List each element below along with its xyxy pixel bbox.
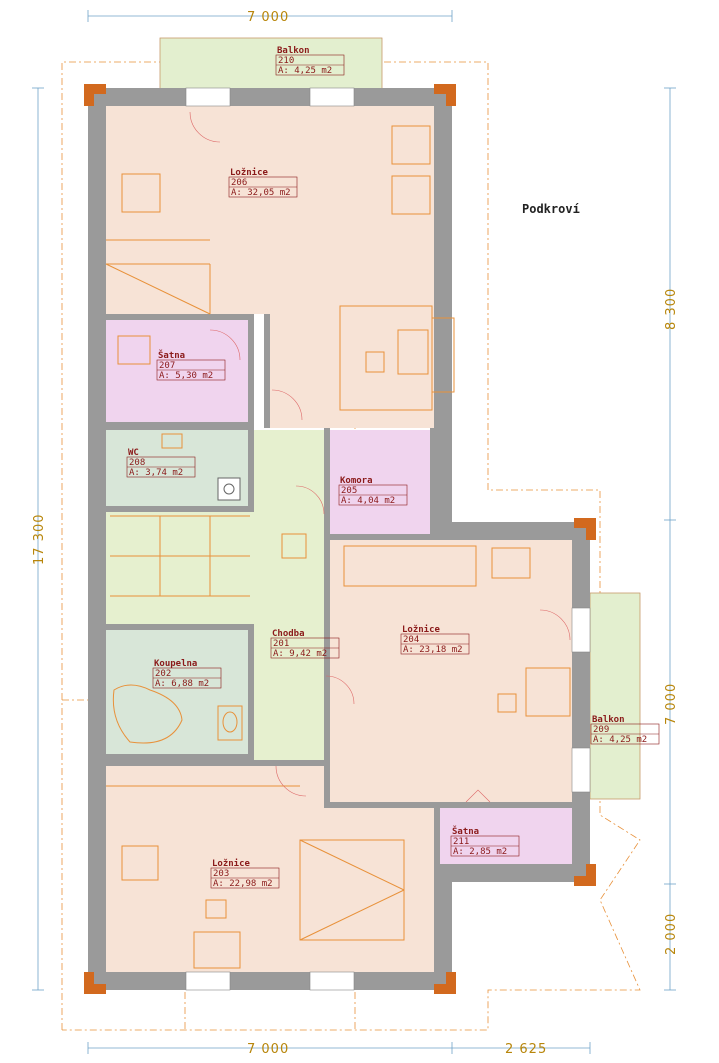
room-number: 201: [273, 639, 289, 649]
dimension-left: 17 300: [32, 514, 47, 566]
room-name: Balkon: [592, 715, 625, 725]
room-wardrobe-211: [440, 808, 572, 868]
room-storage-205: [330, 430, 434, 534]
room-area: A: 23,18 m2: [403, 645, 463, 655]
room-number: 202: [155, 669, 171, 679]
room-area: A: 32,05 m2: [231, 188, 291, 198]
dimension-right-bottom: 2 000: [664, 913, 679, 955]
furniture: [105, 125, 571, 969]
dimension-lines: [32, 10, 676, 1054]
room-number: 210: [278, 56, 294, 66]
room-name: Ložnice: [212, 858, 251, 869]
room-bedroom-206: [106, 106, 434, 314]
room-area: A: 5,30 m2: [159, 371, 213, 381]
dimension-bottom-right: 2 625: [505, 1042, 547, 1057]
room-area: A: 4,25 m2: [278, 66, 332, 76]
room-name: Komora: [340, 476, 373, 486]
room-number: 209: [593, 725, 609, 735]
room-bathroom-202: [106, 630, 248, 754]
room-number: 206: [231, 178, 247, 188]
room-number: 203: [213, 869, 229, 879]
dimension-right-top: 8 300: [664, 288, 679, 330]
room-balcony-210: [159, 37, 383, 91]
corner-markers: [84, 84, 596, 994]
dimension-right-middle: 7 000: [664, 683, 679, 725]
room-stairs: [106, 512, 254, 624]
room-number: 211: [453, 837, 469, 847]
room-balcony-209: [589, 592, 641, 800]
room-number: 205: [341, 486, 357, 496]
walls: [88, 88, 590, 990]
room-area: A: 4,04 m2: [341, 496, 395, 506]
room-corridor-201: [254, 430, 324, 760]
room-number: 204: [403, 635, 419, 645]
room-name: Balkon: [277, 46, 310, 56]
windows: [185, 87, 591, 991]
room-bedroom-206-ext: [270, 314, 434, 428]
room-name: WC: [128, 448, 139, 458]
room-name: Chodba: [272, 629, 305, 639]
doors: [189, 111, 571, 803]
room-area: A: 2,85 m2: [453, 847, 507, 857]
room-wardrobe-207: [106, 320, 248, 422]
dimension-top: 7 000: [247, 10, 289, 25]
room-area: A: 6,88 m2: [155, 679, 209, 689]
room-bedroom-203: [106, 766, 434, 972]
room-name: Koupelna: [154, 659, 197, 669]
room-name: Šatna: [158, 349, 185, 361]
room-area: A: 22,98 m2: [213, 879, 273, 889]
room-number: 208: [129, 458, 145, 468]
room-number: 207: [159, 361, 175, 371]
floor-title: Podkroví: [522, 202, 580, 216]
room-name: Ložnice: [402, 624, 441, 635]
room-name: Ložnice: [230, 167, 269, 178]
room-area: A: 4,25 m2: [593, 735, 647, 745]
room-area: A: 3,74 m2: [129, 468, 183, 478]
room-area: A: 9,42 m2: [273, 649, 327, 659]
room-bedroom-204: [330, 540, 572, 802]
dimension-bottom-left: 7 000: [247, 1042, 289, 1057]
room-name: Šatna: [452, 825, 479, 837]
inner-walls: [106, 314, 572, 868]
